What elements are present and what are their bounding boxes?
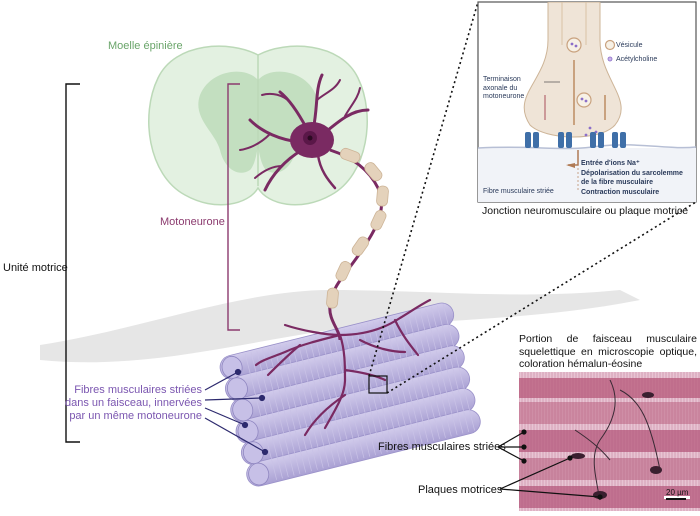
vesicle-label: Vésicule xyxy=(616,42,643,49)
myelin-sheath xyxy=(326,147,389,309)
motoneuron-label: Motoneurone xyxy=(160,216,225,228)
junction-highlight-box xyxy=(368,375,388,394)
scale-bar-label: 20 µm xyxy=(666,488,689,497)
micrograph xyxy=(519,372,700,511)
axon-branches xyxy=(254,298,432,437)
motor-unit-label: Unité motrice xyxy=(3,262,68,274)
acetylcholine-label: Acétylcholine xyxy=(616,56,658,63)
nucleolus xyxy=(307,135,313,141)
background-sheath xyxy=(40,290,640,363)
junction-title: Jonction neuromusculaire ou plaque motri… xyxy=(482,205,689,217)
zoom-line-right xyxy=(386,201,697,394)
fibers-bundle-label: Fibres musculaires striées dans un faisc… xyxy=(65,384,202,422)
micro-callouts xyxy=(497,429,603,500)
motor-plates-label: Plaques motrices xyxy=(418,484,503,496)
micrograph-caption: Portion de faisceau musculaire squeletti… xyxy=(519,333,697,370)
motor-unit-bracket xyxy=(65,83,80,443)
inset-fiber-label: Fibre musculaire striée xyxy=(483,188,554,195)
junction-inset xyxy=(477,1,697,203)
depolarization-label: Dépolarisation du sarcolemme de la fibre… xyxy=(581,170,683,186)
motoneuron-bracket xyxy=(227,83,240,331)
fiber-callouts xyxy=(204,368,269,456)
axon-terminal-label: Terminaison axonale du motoneurone xyxy=(483,76,525,100)
muscle-bundle xyxy=(219,302,481,487)
spinal-cord-label: Moelle épinière xyxy=(108,40,183,52)
striated-fibers-label: Fibres musculaires striées xyxy=(378,441,506,453)
na-entry-label: Entrée d'ions Na⁺ xyxy=(581,160,640,167)
contraction-label: Contraction musculaire xyxy=(581,189,660,196)
